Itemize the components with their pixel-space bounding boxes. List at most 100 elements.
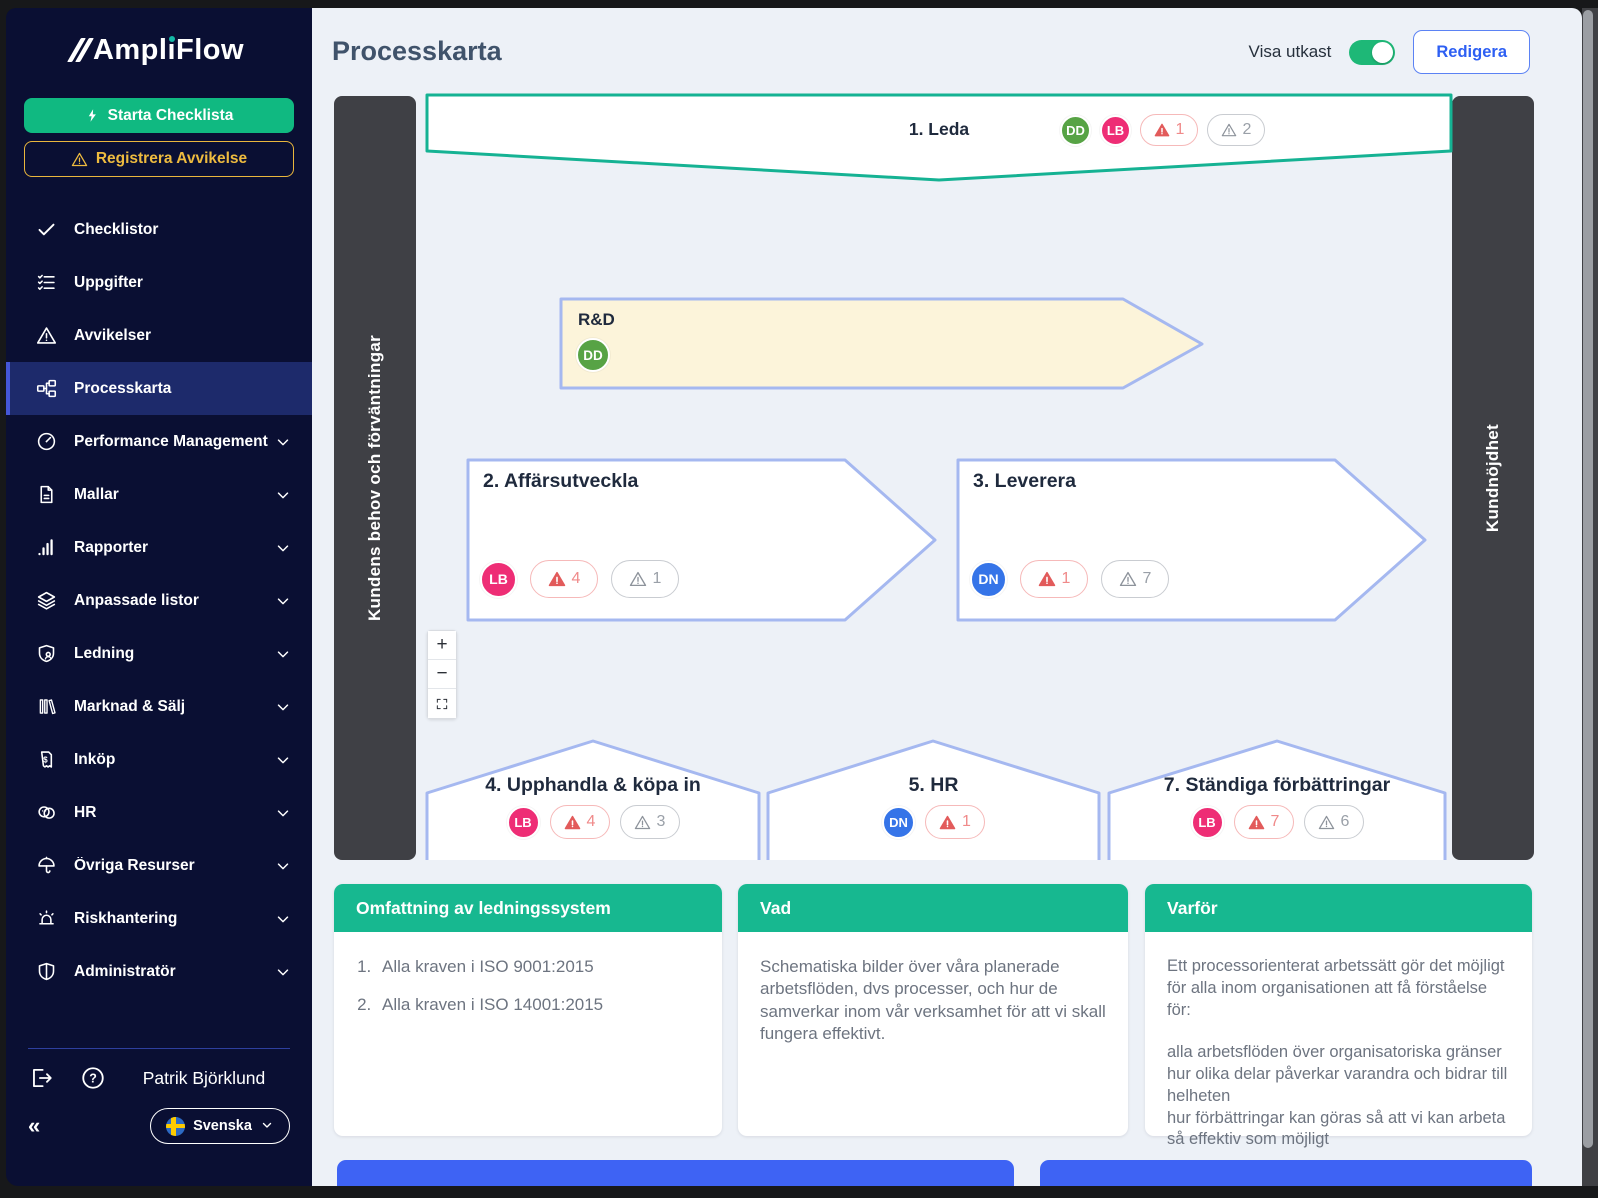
sidebar-item-inkop[interactable]: $ Inköp: [6, 733, 312, 786]
bar-chart-icon: [36, 537, 57, 558]
sidebar-item-avvikelser[interactable]: Avvikelser: [6, 309, 312, 362]
error-badge[interactable]: 1: [1140, 114, 1198, 146]
fit-view-icon: [436, 698, 448, 709]
process-shape-upphandla[interactable]: 4. Upphandla & köpa in LB 4 3: [424, 738, 762, 860]
card-title: Varför: [1145, 884, 1532, 932]
sidebar-item-rapporter[interactable]: Rapporter: [6, 521, 312, 574]
sidebar-item-ledning[interactable]: Ledning: [6, 627, 312, 680]
sidebar-item-label: Mallar: [74, 485, 119, 503]
process-shape-leda[interactable]: 1. Leda DD LB 1 2: [424, 92, 1454, 184]
avatar[interactable]: DD: [576, 338, 610, 372]
sidebar-item-label: Marknad & Sälj: [74, 697, 186, 715]
sidebar-item-performance-management[interactable]: Performance Management: [6, 415, 312, 468]
shape-title: 7. Ständiga förbättringar: [1163, 774, 1391, 796]
warning-count: 6: [1340, 813, 1350, 830]
scrollbar-thumb[interactable]: [1583, 10, 1593, 1148]
avatar[interactable]: DN: [970, 560, 1007, 598]
collapse-sidebar-button[interactable]: «: [28, 1113, 41, 1138]
sidebar-item-marknad-salj[interactable]: Marknad & Sälj: [6, 680, 312, 733]
card-scope: Omfattning av ledningssystem Alla kraven…: [334, 884, 722, 1136]
chevron-down-icon: [274, 698, 292, 716]
language-selector[interactable]: Svenska: [150, 1108, 290, 1144]
sidebar-item-checklistor[interactable]: Checklistor: [6, 203, 312, 256]
customer-satisfaction-rail: Kundnöjdhet: [1452, 96, 1534, 860]
zoom-out-button[interactable]: −: [428, 660, 456, 689]
process-shape-rnd[interactable]: R&D DD: [558, 296, 1206, 391]
sidebar-item-ovriga-resurser[interactable]: Övriga Resurser: [6, 839, 312, 892]
chevron-down-icon: [274, 910, 292, 928]
header-controls: Visa utkast Redigera: [1249, 30, 1530, 74]
sidebar-item-administrator[interactable]: Administratör: [6, 945, 312, 998]
error-badge[interactable]: 1: [925, 805, 985, 839]
sidebar-item-processkarta[interactable]: Processkarta: [6, 362, 312, 415]
sidebar-item-mallar[interactable]: Mallar: [6, 468, 312, 521]
gauge-icon: [36, 431, 57, 452]
warning-badge[interactable]: 6: [1303, 805, 1364, 839]
sidebar-item-label: Inköp: [74, 750, 116, 768]
sidebar-item-riskhantering[interactable]: Riskhantering: [6, 892, 312, 945]
register-deviation-button[interactable]: Registrera Avvikelse: [24, 141, 294, 177]
avatar[interactable]: DN: [882, 805, 915, 839]
sidebar: AmpliFlow Starta Checklista Registrera A…: [6, 8, 312, 1186]
arrow-shape: [559, 297, 1204, 390]
error-badge[interactable]: 1: [1020, 560, 1088, 598]
warning-badge[interactable]: 3: [619, 805, 680, 839]
card-what: Vad Schematiska bilder över våra planera…: [738, 884, 1128, 1136]
sidebar-item-label: Övriga Resurser: [74, 856, 195, 874]
sidebar-item-label: HR: [74, 803, 97, 821]
page-scrollbar[interactable]: [1582, 8, 1598, 1186]
house-shape: [1107, 739, 1447, 860]
scope-list: Alla kraven i ISO 9001:2015 Alla kraven …: [376, 956, 700, 1017]
process-shape-hr[interactable]: 5. HR DN 1: [765, 738, 1102, 860]
start-checklist-button[interactable]: Starta Checklista: [24, 98, 294, 133]
sidebar-item-hr[interactable]: HR: [6, 786, 312, 839]
warning-badge[interactable]: 1: [611, 560, 679, 598]
sidebar-item-anpassade-listor[interactable]: Anpassade listor: [6, 574, 312, 627]
shape-title: 2. Affärsutveckla: [483, 470, 639, 492]
shape-meta-row: LB 4 1: [480, 560, 679, 598]
warning-triangle-icon: [1119, 571, 1136, 587]
sidebar-item-uppgifter[interactable]: Uppgifter: [6, 256, 312, 309]
avatar[interactable]: DD: [1060, 114, 1091, 146]
error-triangle-icon: [1154, 123, 1169, 137]
warning-triangle-icon: [629, 571, 646, 587]
draft-toggle[interactable]: [1349, 39, 1396, 65]
shape-meta-row: DN 1 7: [970, 560, 1169, 598]
help-icon[interactable]: ?: [80, 1065, 106, 1091]
avatar[interactable]: LB: [480, 560, 517, 598]
process-shape-affarsutveckla[interactable]: 2. Affärsutveckla LB 4 1: [465, 457, 939, 623]
error-triangle-icon: [548, 571, 565, 587]
error-badge[interactable]: 4: [530, 560, 598, 598]
edit-button[interactable]: Redigera: [1413, 30, 1530, 74]
avatar[interactable]: LB: [1100, 114, 1131, 146]
process-shape-standiga-forbattringar[interactable]: 7. Ständiga förbättringar LB 7 6: [1106, 738, 1448, 860]
error-badge[interactable]: 4: [549, 805, 610, 839]
books-icon: [36, 696, 57, 717]
avatar[interactable]: LB: [1190, 805, 1224, 839]
warning-triangle-icon: [36, 325, 57, 346]
logout-icon[interactable]: [28, 1065, 54, 1091]
sidebar-bottom-row: « Svenska: [6, 1106, 312, 1146]
error-count: 1: [1175, 121, 1185, 138]
avatar[interactable]: LB: [506, 805, 540, 839]
blue-section-bar[interactable]: [1040, 1160, 1532, 1186]
error-badge[interactable]: 7: [1233, 805, 1294, 839]
blue-section-bar[interactable]: [337, 1160, 1014, 1186]
warning-triangle-icon: [1221, 123, 1236, 137]
fit-view-button[interactable]: [428, 689, 456, 718]
zoom-in-button[interactable]: +: [428, 631, 456, 660]
error-count: 4: [586, 813, 596, 830]
error-triangle-icon: [1248, 815, 1264, 829]
chevron-down-icon: [274, 433, 292, 451]
process-shape-leverera[interactable]: 3. Leverera DN 1 7: [955, 457, 1429, 623]
layers-icon: [36, 590, 57, 611]
people-icon: [36, 802, 57, 823]
sidebar-item-label: Riskhantering: [74, 909, 178, 927]
map-zoom-controls: + −: [427, 630, 457, 719]
shape-title: 1. Leda: [908, 119, 970, 139]
card-body: Ett processorienterat arbetssätt gör det…: [1145, 932, 1532, 1175]
register-deviation-label: Registrera Avvikelse: [95, 150, 248, 167]
sidebar-item-label: Ledning: [74, 644, 135, 662]
warning-badge[interactable]: 7: [1101, 560, 1169, 598]
warning-badge[interactable]: 2: [1207, 114, 1265, 146]
